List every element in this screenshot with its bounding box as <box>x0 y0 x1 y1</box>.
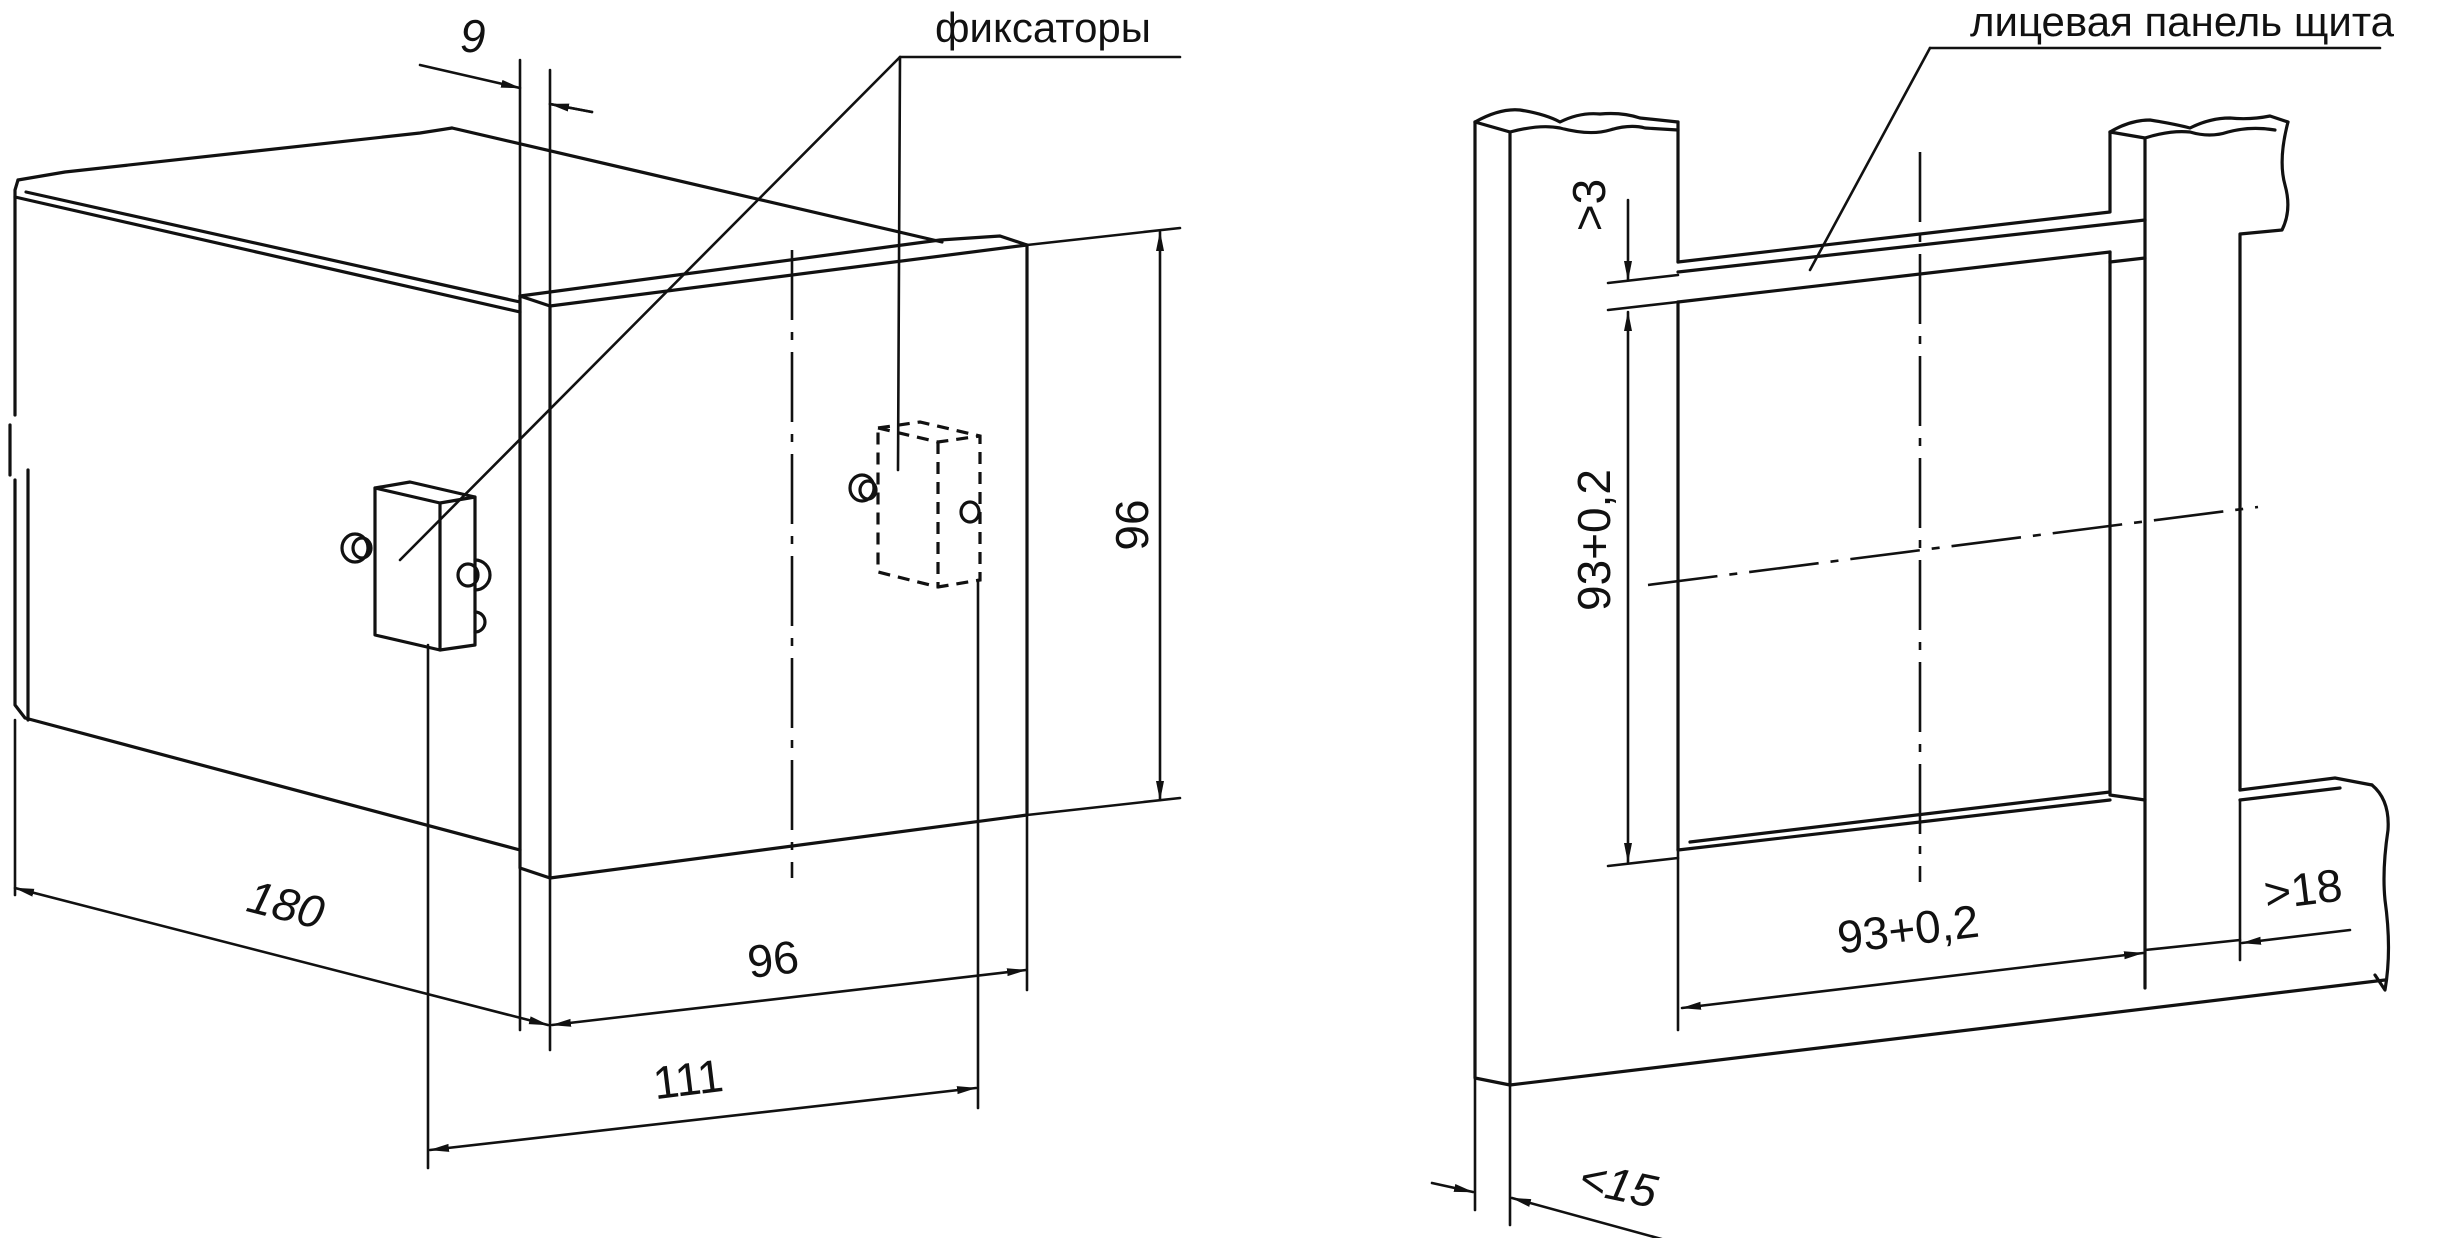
device-dimension-lines <box>13 63 1164 1152</box>
dim-96-width: 96 <box>744 930 801 988</box>
panel-extension-lines <box>1473 273 2242 1227</box>
label-latches: фиксаторы <box>935 4 1151 51</box>
dim-9: 9 <box>460 10 486 62</box>
dim-gt18: >18 <box>2261 859 2345 920</box>
dim-111: 111 <box>650 1049 726 1109</box>
front-panel-plate <box>1473 108 2391 1087</box>
device-extension-lines <box>13 58 1182 1170</box>
cutout-horizontal-axis <box>1647 505 2259 587</box>
device-bezel <box>518 234 1029 880</box>
dim-lt15: <15 <box>1575 1151 1663 1218</box>
label-front-panel: лицевая панель щита <box>1970 0 2395 45</box>
dim-180: 180 <box>242 870 329 939</box>
device-view: 9 фиксаторы 96 180 96 111 <box>8 4 1182 1170</box>
dim-gt3: >3 <box>1563 179 1615 231</box>
panel-view: лицевая панель щита >3 93+0,2 93+0,2 >18… <box>1430 0 2395 1238</box>
latch-front <box>340 480 492 652</box>
front-panel-leader <box>1808 46 2382 272</box>
latch-leaders <box>398 55 1182 562</box>
dim-96-height: 96 <box>1106 499 1158 550</box>
dim-cut-width: 93+0,2 <box>1834 895 1981 964</box>
panel-dimension-lines <box>1430 198 2352 1238</box>
latch-rear <box>848 420 982 589</box>
dim-cut-height: 93+0,2 <box>1568 469 1620 611</box>
device-housing <box>8 126 944 852</box>
